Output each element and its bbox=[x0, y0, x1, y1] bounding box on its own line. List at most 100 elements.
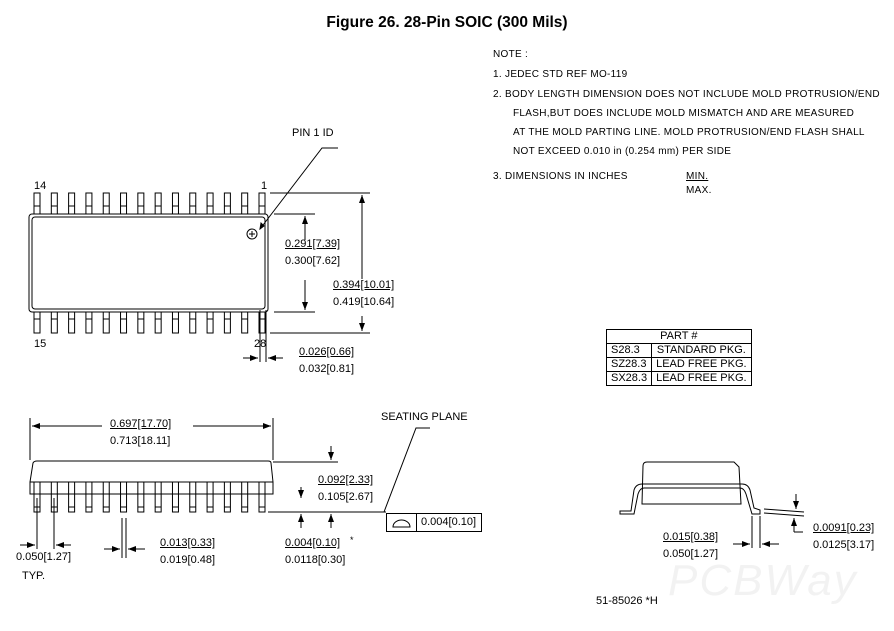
dim-end-lead-thickness-min: 0.0091[0.23] bbox=[813, 522, 875, 534]
document-number: 51-85026 *H bbox=[596, 595, 658, 607]
pin-label-15: 15 bbox=[34, 338, 47, 350]
bottom-pin bbox=[189, 311, 197, 334]
pin-label-28: 28 bbox=[254, 338, 267, 350]
top-pin bbox=[241, 192, 249, 215]
note-2-line-2: FLASH,BUT DOES INCLUDE MOLD MISMATCH AND… bbox=[513, 108, 855, 119]
side-pin bbox=[137, 481, 145, 513]
part-number: S28.3 bbox=[605, 343, 653, 358]
coplanarity-value: 0.004[0.10] bbox=[421, 516, 477, 528]
dim-end-lead-thickness: 0.0091[0.23] 0.0125[3.17] bbox=[813, 520, 874, 554]
top-pin bbox=[154, 192, 162, 215]
table-row: S28.3 STANDARD PKG. bbox=[605, 343, 752, 358]
top-pin bbox=[223, 192, 231, 215]
top-pin bbox=[258, 192, 266, 215]
side-pin bbox=[223, 481, 231, 513]
note-2-line-1: 2. BODY LENGTH DIMENSION DOES NOT INCLUD… bbox=[493, 89, 880, 100]
part-description: LEAD FREE PKG. bbox=[651, 357, 752, 372]
top-pins bbox=[33, 192, 266, 215]
bottom-pin bbox=[154, 311, 162, 334]
bottom-pin bbox=[137, 311, 145, 334]
dim-overall-width: 0.394[10.01] 0.419[10.64] bbox=[333, 277, 394, 311]
note-2-line-3: AT THE MOLD PARTING LINE. MOLD PROTRUSIO… bbox=[513, 127, 865, 138]
top-pin bbox=[68, 192, 76, 215]
dim-lead-thickness-min: 0.013[0.33] bbox=[160, 537, 216, 549]
top-pin bbox=[120, 192, 128, 215]
part-number: SZ28.3 bbox=[605, 357, 653, 372]
pin1-leader-line bbox=[259, 147, 338, 230]
dim-body-width: 0.291[7.39] 0.300[7.62] bbox=[285, 236, 340, 270]
top-pin bbox=[137, 192, 145, 215]
bottom-pin bbox=[241, 311, 249, 334]
pin-label-1: 1 bbox=[261, 180, 268, 192]
dim-body-width-max: 0.300[7.62] bbox=[285, 255, 341, 267]
bottom-pin bbox=[102, 311, 110, 334]
notes-header: NOTE : bbox=[493, 49, 529, 60]
side-pin bbox=[171, 481, 179, 513]
bottom-pin bbox=[85, 311, 93, 334]
dim-body-length: 0.697[17.70] 0.713[18.11] bbox=[110, 416, 171, 450]
standoff-asterisk: * bbox=[350, 535, 354, 545]
parts-table: PART # S28.3 STANDARD PKG. SZ28.3 LEAD F… bbox=[605, 329, 752, 386]
dim-foot-length-max: 0.050[1.27] bbox=[663, 548, 719, 560]
dim-foot-length: 0.015[0.38] 0.050[1.27] bbox=[663, 529, 718, 563]
side-pin bbox=[258, 481, 266, 513]
top-pin bbox=[33, 192, 41, 215]
semicircle-icon bbox=[392, 519, 411, 528]
dim-lead-thickness: 0.013[0.33] 0.019[0.48] bbox=[160, 535, 215, 569]
part-number: SX28.3 bbox=[605, 371, 653, 386]
note-max-label: MAX. bbox=[686, 185, 712, 196]
seating-plane-label: SEATING PLANE bbox=[381, 411, 468, 423]
dim-body-length-max: 0.713[18.11] bbox=[110, 435, 171, 447]
dim-body-length-min: 0.697[17.70] bbox=[110, 418, 172, 430]
top-view-body bbox=[28, 213, 269, 313]
figure-title: Figure 26. 28-Pin SOIC (300 Mils) bbox=[326, 14, 568, 31]
dim-pitch-typ: TYP. bbox=[22, 570, 46, 582]
side-pin bbox=[68, 481, 76, 513]
dim-height: 0.092[2.33] 0.105[2.67] bbox=[318, 472, 373, 506]
dim-lead-width: 0.026[0.66] 0.032[0.81] bbox=[299, 344, 354, 378]
side-pin bbox=[189, 481, 197, 513]
top-pin bbox=[102, 192, 110, 215]
dim-overall-width-min: 0.394[10.01] bbox=[333, 279, 395, 291]
dim-lead-width-max: 0.032[0.81] bbox=[299, 363, 355, 375]
bottom-pin bbox=[206, 311, 214, 334]
bottom-pin bbox=[68, 311, 76, 334]
dim-standoff-max: 0.0118[0.30] bbox=[285, 554, 346, 566]
side-pins bbox=[33, 481, 266, 513]
pin1-id-label: PIN 1 ID bbox=[292, 127, 334, 139]
bottom-pin bbox=[50, 311, 58, 334]
dim-lead-width-min: 0.026[0.66] bbox=[299, 346, 355, 358]
parts-table-header: PART # bbox=[606, 329, 752, 344]
top-pin bbox=[50, 192, 58, 215]
bottom-pins bbox=[33, 311, 266, 334]
dim-pitch: 0.050[1.27] bbox=[16, 549, 71, 566]
dim-overall-width-max: 0.419[10.64] bbox=[333, 296, 395, 308]
note-min-label: MIN. bbox=[686, 171, 709, 182]
dim-standoff-min: 0.004[0.10] bbox=[285, 537, 341, 549]
dim-height-min: 0.092[2.33] bbox=[318, 474, 374, 486]
side-pin bbox=[102, 481, 110, 513]
note-1: 1. JEDEC STD REF MO-119 bbox=[493, 69, 628, 80]
part-description: STANDARD PKG. bbox=[651, 343, 752, 358]
coplanarity-frame: 0.004[0.10] bbox=[386, 513, 482, 532]
bottom-pin bbox=[223, 311, 231, 334]
table-row: SZ28.3 LEAD FREE PKG. bbox=[605, 357, 752, 372]
bottom-pin bbox=[171, 311, 179, 334]
dim-height-max: 0.105[2.67] bbox=[318, 491, 374, 503]
table-row: SX28.3 LEAD FREE PKG. bbox=[605, 371, 752, 386]
side-view-body bbox=[29, 460, 274, 495]
top-pin bbox=[206, 192, 214, 215]
end-view-body bbox=[619, 461, 761, 515]
watermark: PCBWay bbox=[668, 556, 858, 605]
bottom-pin bbox=[120, 311, 128, 334]
dim-lead-thickness-max: 0.019[0.48] bbox=[160, 554, 216, 566]
pin-label-14: 14 bbox=[34, 180, 47, 192]
dim-pitch-value: 0.050[1.27] bbox=[16, 551, 72, 563]
note-3: 3. DIMENSIONS IN INCHES bbox=[493, 171, 628, 182]
part-description: LEAD FREE PKG. bbox=[651, 371, 752, 386]
pin1-marker-icon bbox=[246, 228, 258, 240]
side-pin bbox=[206, 481, 214, 513]
top-pin bbox=[85, 192, 93, 215]
dim-standoff: 0.004[0.10] 0.0118[0.30] bbox=[285, 535, 345, 569]
